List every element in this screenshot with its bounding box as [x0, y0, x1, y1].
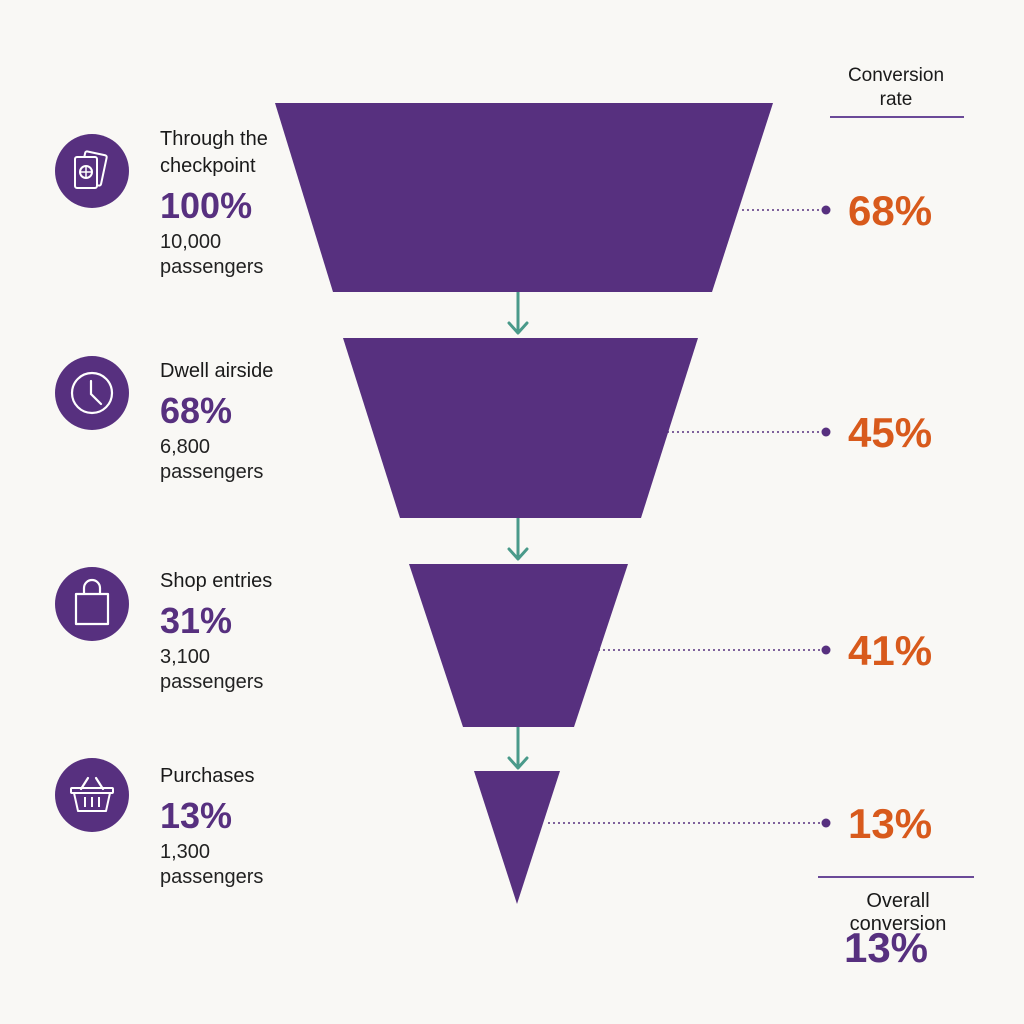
conversion-labels: 68% 45% 41% 13% [848, 187, 932, 847]
clock-icon [55, 356, 129, 430]
stage-name: checkpoint [160, 155, 256, 177]
conversion-header: Conversion rate [847, 65, 945, 110]
basket-icon [55, 758, 129, 832]
stage-name: Through the [160, 128, 268, 150]
stage-count: 10,000 [160, 231, 222, 253]
down-arrow-icon [507, 518, 529, 561]
stage-percent: 68% [160, 390, 233, 431]
funnel-segment [474, 771, 560, 904]
passport-icon [55, 134, 129, 208]
stage-count: 6,800 [160, 436, 211, 458]
shopping-bag-icon [55, 567, 129, 641]
stage-label: Shop entries 31% 3,100 passengers [160, 568, 272, 695]
stage-percent: 31% [160, 600, 233, 641]
stage-unit: passengers [160, 461, 264, 483]
overall-rule [818, 876, 974, 878]
funnel-segment [343, 338, 698, 518]
stage-percent: 13% [160, 795, 233, 836]
stage-label: Dwell airside 68% 6,800 passengers [160, 358, 273, 485]
stage-count: 1,300 [160, 841, 211, 863]
conversion-header-rule [830, 116, 964, 118]
stage-unit: passengers [160, 866, 264, 888]
icon-layer [55, 134, 129, 832]
conversion-rate-value: 68% [848, 187, 932, 234]
stage-unit: passengers [160, 671, 264, 693]
leader-line [742, 205, 831, 215]
stage-percent: 100% [160, 185, 253, 226]
stage-name: Shop entries [160, 570, 273, 592]
conversion-rate-value: 13% [848, 800, 932, 847]
stage-name: Dwell airside [160, 360, 274, 382]
conversion-rate-value: 45% [848, 409, 932, 456]
stage-unit: passengers [160, 256, 264, 278]
stage-label: Through the checkpoint 100% 10,000 passenger… [160, 126, 268, 280]
stage-name: Purchases [160, 765, 255, 787]
overall-conversion-value: 13% [843, 924, 929, 971]
leader-layer [548, 205, 831, 828]
down-arrow-icon [507, 292, 529, 335]
down-arrow-icon [507, 727, 529, 770]
leader-line [548, 818, 831, 828]
stage-label: Purchases 13% 1,300 passengers [160, 763, 263, 890]
overall-conversion-label: Overall conversion [849, 890, 947, 935]
arrow-layer [507, 292, 529, 770]
leader-line [667, 427, 831, 437]
conversion-rate-value: 41% [848, 627, 932, 674]
leader-line [598, 645, 831, 655]
funnel-layer [275, 103, 773, 904]
stage-count: 3,100 [160, 646, 211, 668]
funnel-segment [409, 564, 628, 727]
funnel-segment [275, 103, 773, 292]
